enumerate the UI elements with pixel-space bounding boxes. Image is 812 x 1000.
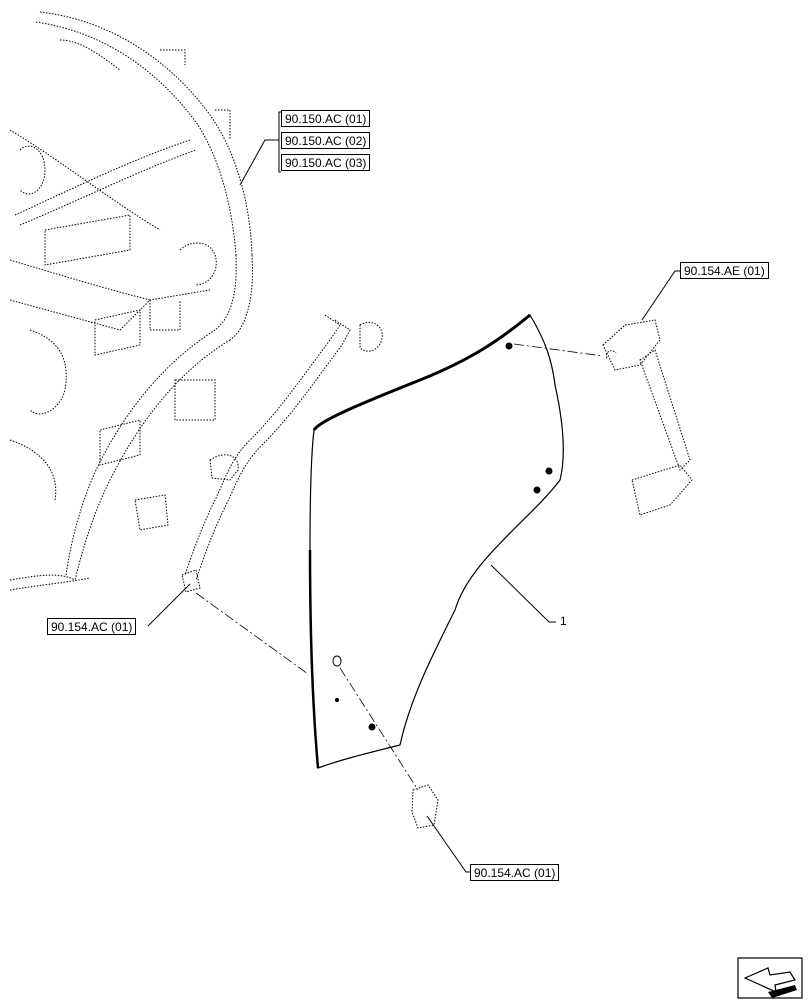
ref-label-cab-frame-1[interactable]: 90.150.AC (01) xyxy=(281,110,371,127)
hinge-rod-left xyxy=(134,314,383,593)
ref-label-latch-bottom[interactable]: 90.154.AC (01) xyxy=(470,864,560,881)
glass-panel xyxy=(308,313,564,769)
next-page-button[interactable] xyxy=(738,958,802,998)
centerlines xyxy=(195,343,604,791)
latch-bottom xyxy=(411,784,439,829)
leader-lines xyxy=(147,111,680,873)
ref-label-cab-frame-3[interactable]: 90.150.AC (03) xyxy=(281,154,371,171)
next-page-arrow-icon xyxy=(737,957,803,999)
ref-label-rod-left[interactable]: 90.154.AC (01) xyxy=(47,618,137,635)
ref-label-hinge-ae[interactable]: 90.154.AE (01) xyxy=(680,262,769,279)
cab-frame xyxy=(9,11,254,591)
callout-glass-panel: 1 xyxy=(560,614,567,628)
ref-label-cab-frame-2[interactable]: 90.150.AC (02) xyxy=(281,132,371,149)
hinge-bracket-right xyxy=(602,319,693,516)
